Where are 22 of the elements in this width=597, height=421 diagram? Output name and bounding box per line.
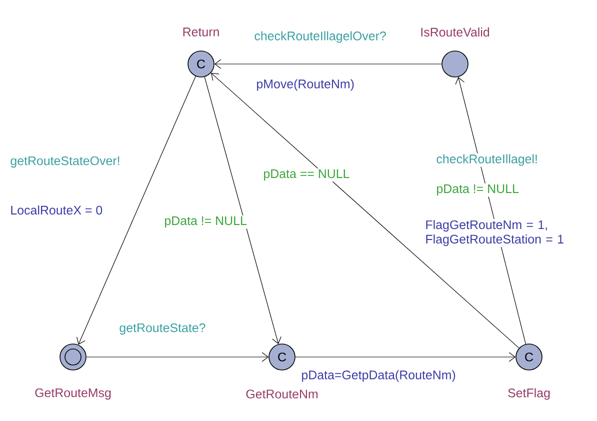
arrow bbox=[214, 59, 442, 69]
arrow bbox=[295, 352, 516, 362]
sync-label: checkRouteIllagel! bbox=[436, 154, 537, 166]
location-name: IsRouteValid bbox=[421, 27, 490, 37]
location-name: SetFlag bbox=[508, 388, 550, 400]
update-label: LocalRouteX = 0 bbox=[11, 205, 102, 215]
location-name: GetRouteMsg bbox=[35, 388, 111, 400]
arrow bbox=[211, 72, 520, 348]
update-label: pData=GetpData(RouteNm) bbox=[302, 370, 456, 382]
sync-label: getRouteState? bbox=[120, 323, 206, 335]
location-name: Return bbox=[183, 28, 219, 36]
arrow bbox=[86, 352, 269, 362]
guard-label: pData != NULL bbox=[437, 184, 518, 196]
sync-label: getRouteStateOver! bbox=[10, 156, 120, 168]
sync-label: checkRouteIllagelOver? bbox=[254, 31, 386, 43]
arrow bbox=[204, 76, 282, 344]
update-label: FlagGetRouteNm = 1, FlagGetRouteStation = 1 bbox=[426, 220, 564, 246]
guard-label: pData == NULL bbox=[264, 169, 350, 181]
arrow bbox=[76, 76, 196, 345]
guard-label: pData != NULL bbox=[165, 216, 246, 228]
update-label: pMove(RouteNm) bbox=[257, 79, 354, 91]
location-name: GetRouteNm bbox=[246, 390, 318, 398]
